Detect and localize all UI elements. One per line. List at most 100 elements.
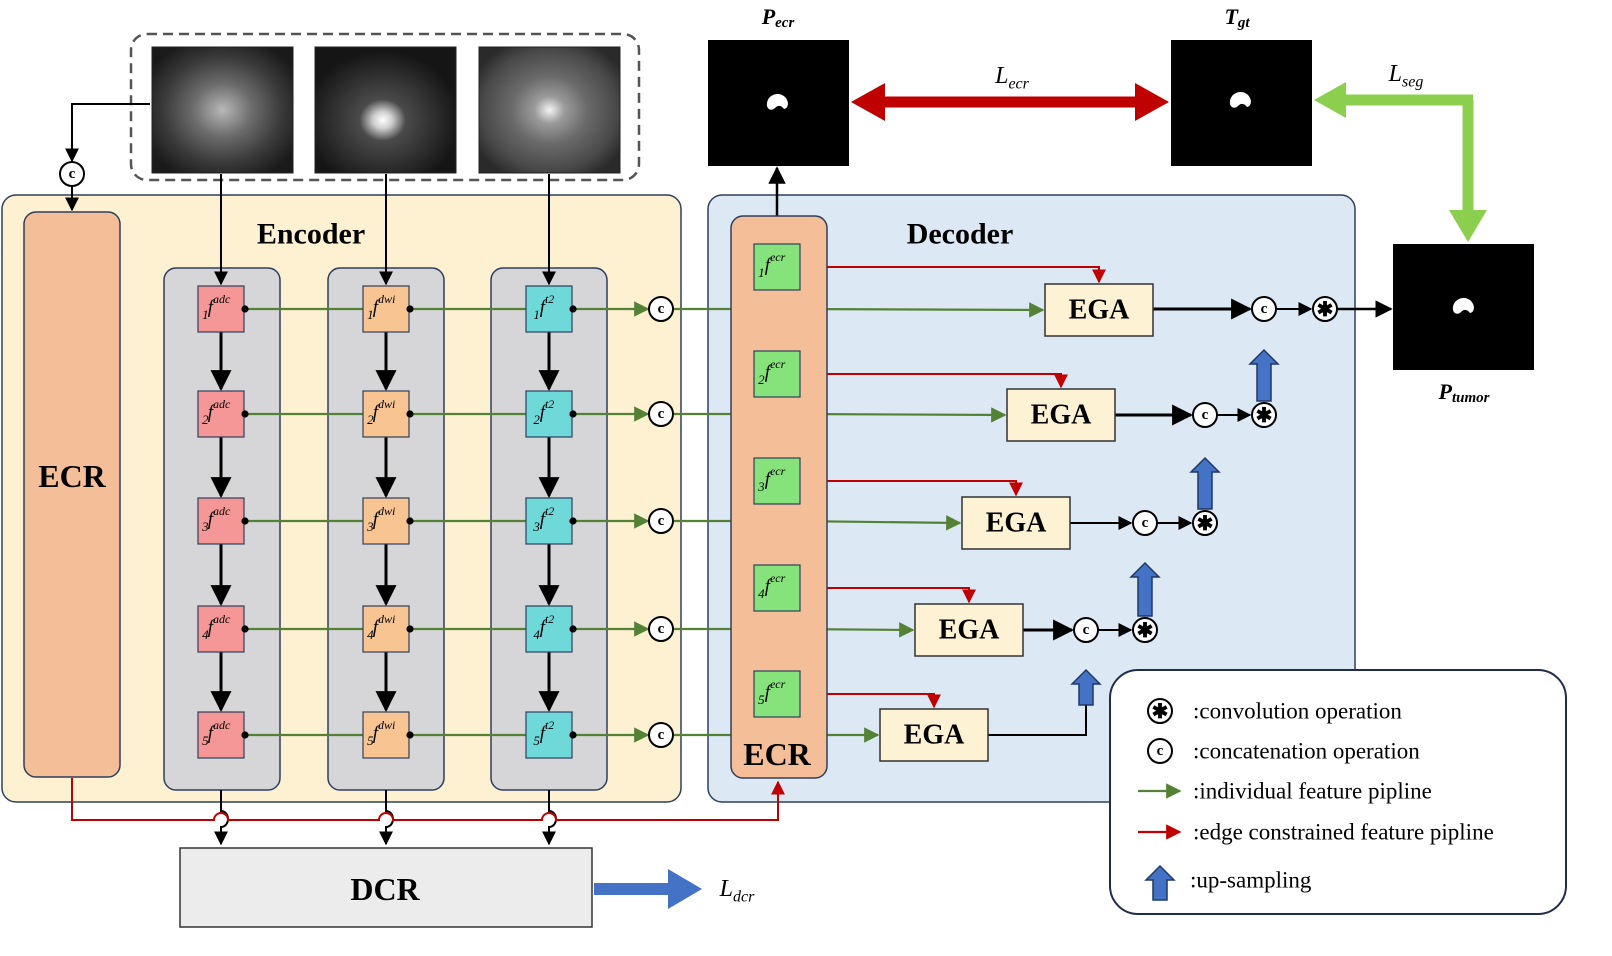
feature-label-adc-3-base: f: [208, 509, 216, 530]
loss-seg-head-left: [1314, 82, 1346, 118]
feature-label-ecr-1-sup: ecr: [770, 250, 786, 264]
feature-ecr-4: [753, 564, 801, 612]
feature-label-t2-4-base: f: [540, 617, 548, 638]
feature-label-ecr-5-sup: ecr: [770, 677, 786, 691]
label-l-dcr: Ldcr: [719, 876, 755, 905]
feature-dot-t2-1: [569, 305, 577, 313]
feature-label-dwi-3-sub: 3: [366, 519, 374, 534]
feature-label-ecr-1-base: f: [765, 255, 773, 276]
feature-label-dwi-3-base: f: [373, 509, 381, 530]
feature-label-dwi-2-sup: dwi: [378, 397, 395, 411]
arrow-images-to-concat: [65, 103, 150, 163]
concat-enc-5: [648, 722, 674, 748]
conv-dec-4: [1132, 617, 1158, 643]
loss-ecr-arrow-head-start: [851, 83, 885, 121]
feature-adc-1: [197, 285, 245, 333]
conv-dec-3: [1192, 510, 1218, 536]
conv-dec-4-symbol: ✱: [1137, 620, 1154, 642]
feature-adc-3: [197, 497, 245, 545]
tumor-blob-tgt: [1229, 92, 1251, 108]
ega-block-3: [961, 496, 1071, 550]
ega-label-4: EGA: [939, 615, 1000, 646]
feature-label-ecr-1-sub: 1: [758, 265, 765, 280]
feature-label-ecr-4-base: f: [765, 576, 773, 597]
ega-label-1: EGA: [1069, 295, 1130, 326]
feature-label-t2-4-sub: 4: [533, 627, 540, 642]
legend-edge-text: :edge constrained feature pipline: [1193, 820, 1494, 845]
concat-enc-2-symbol: c: [658, 406, 665, 422]
label-p-tumor: Ptumor: [1438, 379, 1490, 407]
feature-label-adc-4-sub: 4: [202, 627, 209, 642]
concat-enc-3-symbol: c: [658, 513, 665, 529]
feature-dot-adc-3: [241, 517, 249, 525]
feature-label-t2-3-sup: t2: [545, 504, 554, 518]
feature-label-adc-3-sub: 3: [201, 519, 209, 534]
concat-dec-4-symbol: c: [1083, 622, 1090, 638]
feature-dot-adc-2: [241, 410, 249, 418]
line-ega5-out: [988, 700, 1087, 736]
feature-ecr-5: [753, 670, 801, 718]
feature-label-ecr-5-base: f: [765, 682, 773, 703]
feature-label-t2-1-sup: t2: [545, 292, 554, 306]
feature-adc-4: [197, 605, 245, 653]
ega-block-1: [1044, 283, 1154, 337]
feature-t2-4: [525, 605, 573, 653]
feature-label-dwi-4-sup: dwi: [378, 612, 395, 626]
red-edge-line-5: [800, 693, 941, 709]
feature-label-dwi-1-sup: dwi: [378, 292, 395, 306]
loss-dcr-arrow-head: [668, 869, 702, 909]
feature-label-adc-2-base: f: [208, 402, 216, 423]
upsample-arrow-2: [1129, 561, 1161, 617]
feature-dwi-5: [362, 711, 410, 759]
feature-label-t2-3-sub: 3: [532, 519, 540, 534]
ega-label-2: EGA: [1031, 400, 1092, 431]
encoder-ecr-module: [23, 211, 121, 778]
label-l-dcr-sub: dcr: [733, 888, 755, 905]
label-p-ecr-base: P: [761, 4, 776, 29]
legend-upsample-text: :up-sampling: [1190, 868, 1312, 893]
dcr-label: DCR: [350, 871, 420, 907]
feature-label-t2-3: ft2 3: [532, 504, 554, 534]
concat-dec-1-symbol: c: [1261, 301, 1268, 317]
feature-dot-t2-3: [569, 517, 577, 525]
legend-conv-symbol-symbol: ✱: [1152, 701, 1169, 723]
feature-label-t2-2-sup: t2: [545, 397, 554, 411]
conv-dec-1-symbol: ✱: [1317, 299, 1334, 321]
feature-dot-dwi-2: [406, 410, 414, 418]
legend-conv-symbol: [1147, 698, 1173, 724]
ega-label-5: EGA: [904, 720, 965, 751]
legend-individual-text: :individual feature pipline: [1193, 779, 1432, 804]
feature-label-ecr-2-sup: ecr: [770, 357, 786, 371]
feature-label-ecr-3-base: f: [765, 469, 773, 490]
legend-concat-symbol-symbol: c: [1157, 743, 1164, 759]
legend-upsample-arrow: [1144, 864, 1176, 901]
feature-label-t2-2-base: f: [540, 402, 548, 423]
legend-concat-text: :concatenation operation: [1193, 739, 1420, 764]
tumor-blob-pecr: [766, 94, 788, 110]
mri-image-adc: [151, 46, 294, 174]
label-l-dcr-base: L: [719, 876, 733, 902]
upsample-arrow-1: [1070, 668, 1102, 706]
label-p-ecr-sub: ecr: [775, 15, 794, 31]
dcr-module: [179, 847, 593, 928]
feature-dot-t2-2: [569, 410, 577, 418]
feature-label-ecr-5-sub: 5: [758, 692, 765, 707]
label-p-ecr: Pecr: [761, 4, 795, 32]
feature-dot-adc-4: [241, 625, 249, 633]
label-p-tumor-sub: tumor: [1452, 390, 1490, 406]
feature-label-t2-1-base: f: [540, 297, 548, 318]
concat-input-symbol: c: [69, 166, 76, 182]
concat-enc-2: [648, 401, 674, 427]
feature-label-t2-3-base: f: [540, 509, 548, 530]
feature-ecr-2: [753, 350, 801, 398]
feature-label-adc-3-sup: adc: [213, 504, 231, 518]
